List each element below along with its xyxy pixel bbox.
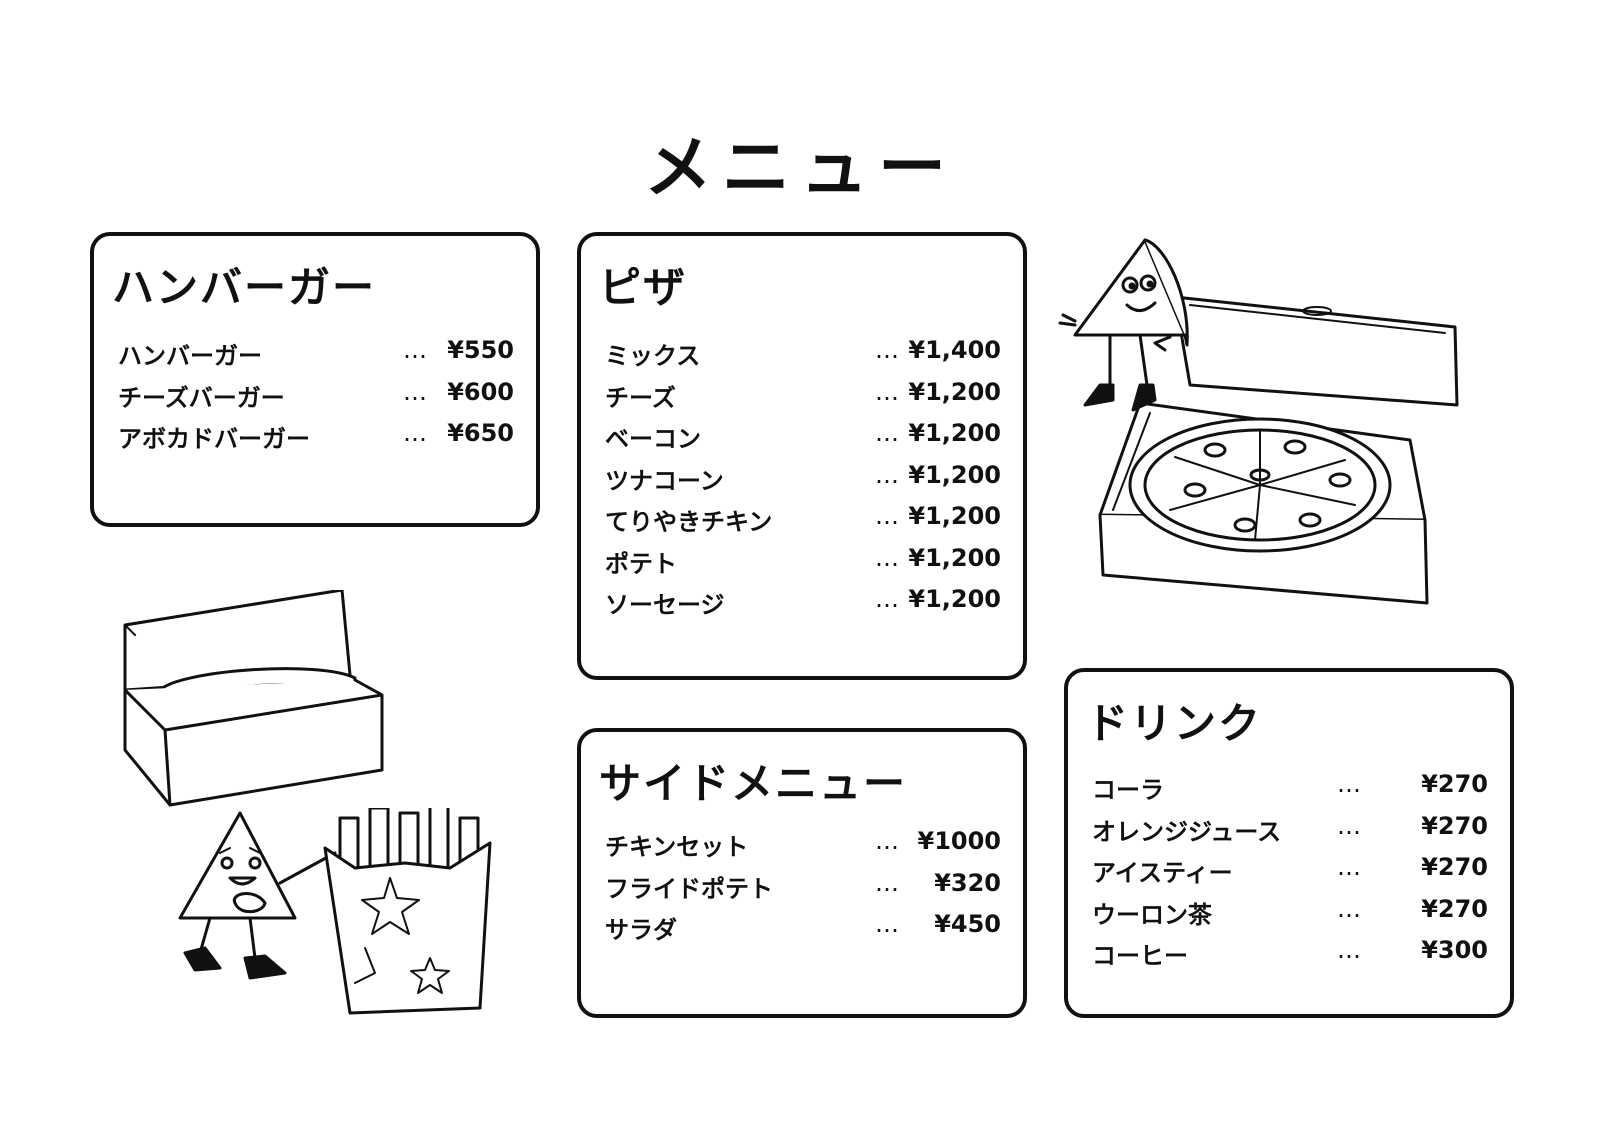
item-leader: …	[403, 336, 427, 364]
burger-box-illustration	[120, 590, 400, 820]
menu-item: サラダ … ¥450	[605, 910, 1001, 952]
item-leader: …	[1337, 894, 1361, 923]
menu-item: チーズ … ¥1,200	[605, 378, 1001, 420]
item-leader: …	[1337, 936, 1361, 964]
item-leader: …	[875, 419, 899, 447]
item-price: ¥1,200	[908, 460, 1001, 489]
item-leader: …	[875, 336, 899, 364]
item-price: ¥1,200	[908, 543, 1001, 572]
item-price: ¥270	[1421, 770, 1488, 798]
item-name: ベーコン	[605, 425, 701, 453]
menu-item: ミックス … ¥1,400	[605, 336, 1001, 378]
item-leader: …	[1337, 770, 1361, 798]
item-name: チーズバーガー	[118, 383, 285, 412]
menu-title: メニュー	[643, 129, 956, 208]
item-leader: …	[875, 585, 899, 613]
section-heading: ドリンク	[1086, 699, 1263, 748]
item-price: ¥450	[934, 910, 1001, 938]
item-price: ¥270	[1421, 811, 1488, 840]
section-hamburger: ハンバーガー ハンバーガー … ¥550 チーズバーガー … ¥600 アボカドバーガー…	[90, 232, 540, 527]
menu-item: アイスティー … ¥270	[1092, 853, 1488, 895]
item-name: チーズ	[605, 383, 676, 412]
menu-item: ハンバーガー … ¥550	[118, 336, 514, 378]
menu-item: ソーセージ … ¥1,200	[605, 585, 1001, 627]
item-price: ¥650	[447, 419, 514, 447]
item-price: ¥550	[447, 336, 514, 364]
item-leader: …	[875, 868, 899, 897]
item-price: ¥300	[1421, 936, 1488, 964]
item-name: ツナコーン	[605, 466, 724, 495]
item-name: オレンジジュース	[1092, 817, 1282, 846]
item-price: ¥1,400	[908, 336, 1001, 364]
item-leader: …	[403, 377, 427, 406]
item-name: ソーセージ	[605, 591, 725, 619]
item-leader: …	[875, 910, 899, 938]
item-price: ¥1,200	[908, 502, 1001, 530]
section-side-menu: サイドメニュー チキンセット … ¥1000 フライドポテト … ¥320 サラダ … ¥4…	[577, 728, 1027, 1018]
item-leader: …	[403, 419, 427, 447]
item-leader: …	[875, 827, 899, 855]
item-name: アボカドバーガー	[118, 425, 310, 453]
menu-item: アボカドバーガー … ¥650	[118, 419, 514, 461]
item-leader: …	[875, 502, 899, 530]
section-heading: ピザ	[599, 263, 688, 312]
item-name: アイスティー	[1092, 859, 1233, 887]
item-leader: …	[875, 543, 899, 572]
menu-item: コーヒー … ¥300	[1092, 936, 1488, 978]
item-leader: …	[1337, 853, 1361, 881]
section-heading: ハンバーガー	[112, 263, 377, 312]
menu-item: オレンジジュース … ¥270	[1092, 812, 1488, 854]
item-name: ウーロン茶	[1092, 900, 1212, 929]
menu-item: ベーコン … ¥1,200	[605, 419, 1001, 461]
item-name: ミックス	[605, 342, 701, 370]
item-leader: …	[875, 460, 899, 489]
item-name: フライドポテト	[605, 874, 773, 903]
item-price: ¥270	[1421, 853, 1488, 881]
fries-illustration	[175, 808, 505, 1018]
item-name: サラダ	[605, 916, 677, 944]
menu-item: チキンセット … ¥1000	[605, 827, 1001, 869]
item-name: ハンバーガー	[118, 342, 262, 370]
section-pizza: ピザ ミックス … ¥1,400 チーズ … ¥1,200 ベーコン … ¥1,200 ツナ…	[577, 232, 1027, 680]
item-name: コーラ	[1092, 776, 1164, 804]
item-price: ¥1,200	[908, 377, 1001, 406]
menu-item: フライドポテト … ¥320	[605, 869, 1001, 911]
section-drink: ドリンク コーラ…¥270 オレンジジュース…¥270 アイスティー…¥270 …	[1064, 668, 1514, 1018]
item-price: ¥270	[1421, 894, 1488, 923]
item-name: チキンセット	[605, 833, 749, 861]
item-leader: …	[1337, 811, 1361, 840]
menu-item: ポテト … ¥1,200	[605, 544, 1001, 586]
item-price: ¥600	[447, 377, 514, 406]
item-price: ¥320	[934, 868, 1001, 897]
item-leader: …	[875, 377, 899, 406]
item-name: コーヒー	[1092, 942, 1188, 970]
menu-item: チーズバーガー … ¥600	[118, 378, 514, 420]
item-name: てりやきチキン	[605, 508, 773, 536]
menu-item: ツナコーン … ¥1,200	[605, 461, 1001, 503]
item-price: ¥1000	[917, 827, 1002, 855]
menu-item: てりやきチキン … ¥1,200	[605, 502, 1001, 544]
menu-item: ウーロン茶 … ¥270	[1092, 895, 1488, 937]
pizza-box-illustration	[1055, 235, 1495, 625]
item-price: ¥1,200	[908, 585, 1001, 613]
menu-item: コーラ … ¥270	[1092, 770, 1488, 812]
section-heading: サイドメニュー	[599, 759, 908, 808]
item-price: ¥1,200	[908, 419, 1001, 447]
item-name: ポテト	[605, 549, 677, 578]
